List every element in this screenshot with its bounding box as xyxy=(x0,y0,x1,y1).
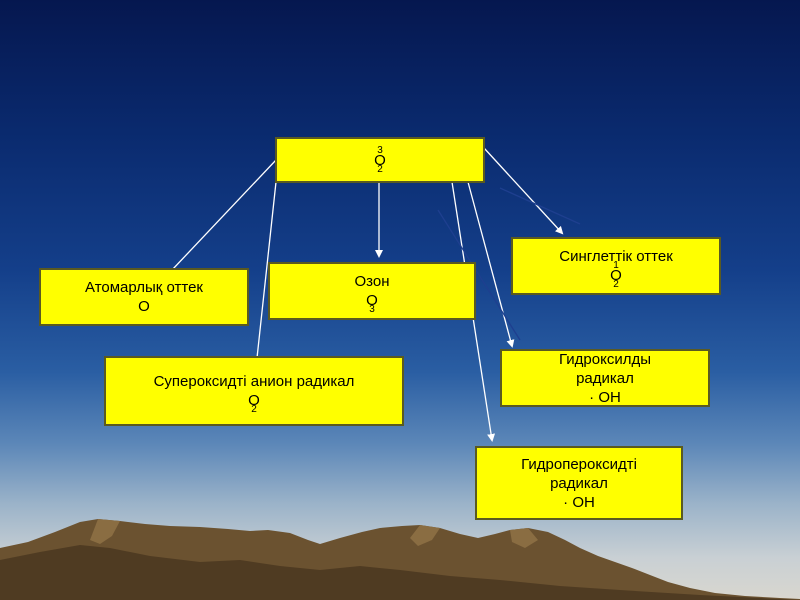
connector-root-to-hydroxyl xyxy=(467,181,515,348)
atomic-formula: O xyxy=(138,298,150,315)
hydroxyl-formula: · OH xyxy=(589,388,621,406)
node-hydroperoxyl-radical: Гидропероксидті радикал · OH xyxy=(475,446,683,520)
atomic-label: Атомарлық оттек xyxy=(85,279,203,296)
connector-root-to-singlet xyxy=(483,147,564,235)
connector-shadow-singlet xyxy=(499,187,581,225)
connector-shadow-hydroxyl xyxy=(437,209,521,341)
hydroperoxyl-radical-word: радикал xyxy=(550,474,608,492)
hydroxyl-label: Гидроксилды xyxy=(559,350,651,368)
hydroperoxyl-label: Гидропероксидті xyxy=(521,455,637,473)
singlet-base: O xyxy=(610,267,622,284)
ozone-base: O xyxy=(366,292,378,309)
connector-root-to-atomic xyxy=(171,159,277,271)
superoxide-label: Супероксидті анион радикал xyxy=(153,373,355,390)
hydroxyl-radical-word: радикал xyxy=(576,369,634,387)
node-atomic-oxygen: Атомарлық оттек O xyxy=(39,268,249,326)
singlet-label: Синглеттік оттек xyxy=(559,248,673,265)
connector-root-to-superoxide xyxy=(256,181,277,359)
root-base: O xyxy=(374,151,386,169)
hydroperoxyl-formula: · OH xyxy=(563,493,595,511)
node-hydroxyl-radical: Гидроксилды радикал · OH xyxy=(500,349,710,407)
ozone-label: Озон xyxy=(354,273,390,290)
superoxide-base: O xyxy=(248,392,260,409)
